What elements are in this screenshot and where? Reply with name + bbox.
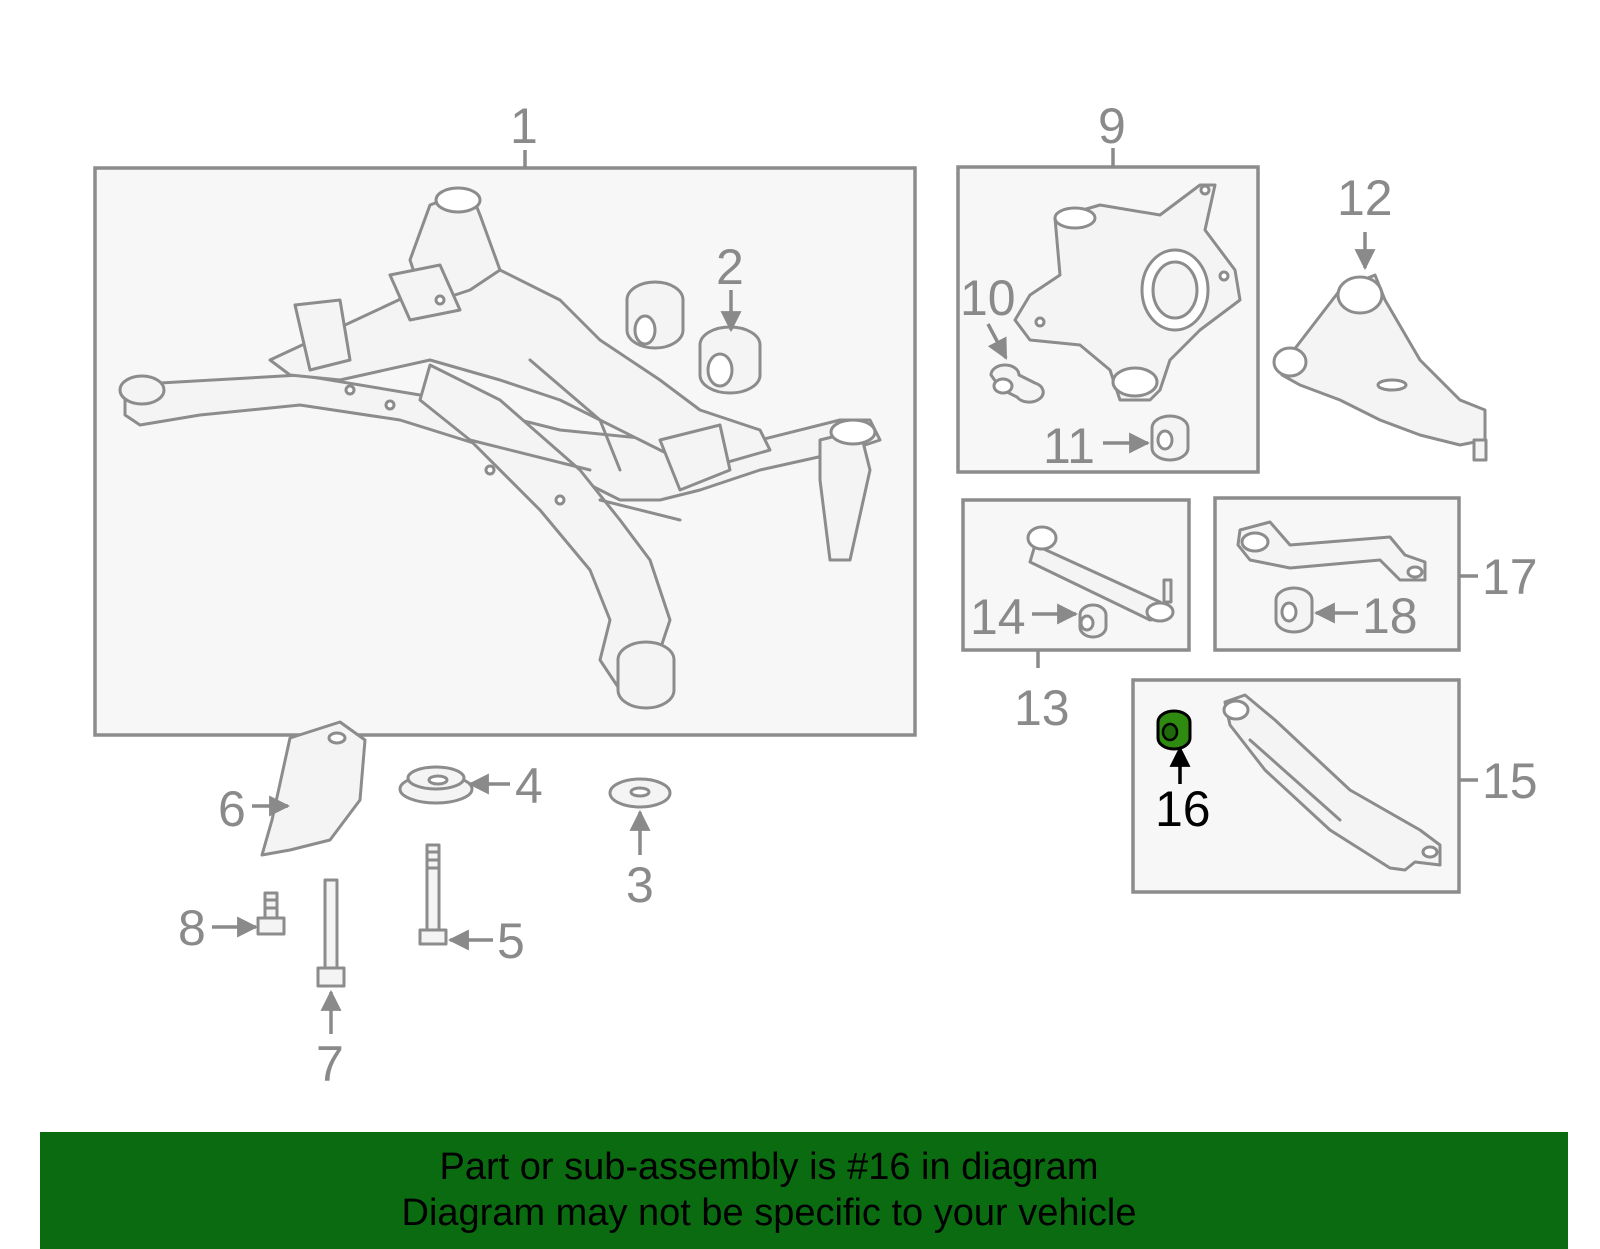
bolt-8-part [256,891,286,936]
bushing-10-part [989,363,1045,404]
callout-9[interactable]: 9 [1098,98,1126,154]
lower-arm-15-part [1222,693,1442,872]
callout-12[interactable]: 12 [1337,170,1393,226]
banner-line-2: Diagram may not be specific to your vehi… [401,1192,1137,1234]
callout-18[interactable]: 18 [1362,588,1418,644]
callout-4[interactable]: 4 [515,758,543,814]
knuckle-part [1013,183,1242,402]
banner-line-1: Part or sub-assembly is #16 in diagram [439,1146,1099,1188]
lateral-link-13-group[interactable]: 13 14 [961,498,1191,736]
washer-4-part [398,765,474,805]
callout-3[interactable]: 3 [626,857,654,913]
callout-11[interactable]: 11 [1043,418,1095,474]
lower-arm-15-group[interactable]: 15 16 [1131,678,1538,894]
knuckle-group[interactable]: 9 10 11 [956,98,1260,474]
bushing-18-part [1274,586,1314,634]
callout-2[interactable]: 2 [716,239,744,295]
washer-3-part [608,777,672,809]
callout-14[interactable]: 14 [970,589,1026,645]
callout-13[interactable]: 13 [1014,680,1070,736]
callout-15[interactable]: 15 [1482,753,1538,809]
bushing-14-part [1078,603,1108,639]
callout-6[interactable]: 6 [218,781,246,837]
trailing-arm-17-part [1236,520,1427,582]
bracket-6-part [260,720,367,857]
callout-10[interactable]: 10 [960,270,1016,326]
bushing-16-highlighted-part[interactable] [1156,709,1192,751]
callout-1[interactable]: 1 [510,98,538,154]
lateral-link-13-part [1026,525,1175,623]
bushing-2-part [625,280,762,395]
callout-16[interactable]: 16 [1155,781,1211,837]
bolt-5-part [418,843,448,946]
callout-7[interactable]: 7 [316,1036,344,1092]
callout-8[interactable]: 8 [178,900,206,956]
callout-5[interactable]: 5 [497,913,525,969]
callout-17[interactable]: 17 [1482,549,1538,605]
upper-arm-12-part [1272,273,1488,462]
subframe-part [118,186,882,710]
info-banner: Part or sub-assembly is #16 in diagram D… [40,1132,1568,1249]
bolt-7-part [316,878,346,988]
bushing-11-part [1150,414,1190,462]
trailing-arm-17-group[interactable]: 17 18 [1213,496,1538,652]
subframe-group[interactable]: 1 [93,98,917,737]
upper-arm-12-group[interactable]: 12 [1272,170,1488,462]
